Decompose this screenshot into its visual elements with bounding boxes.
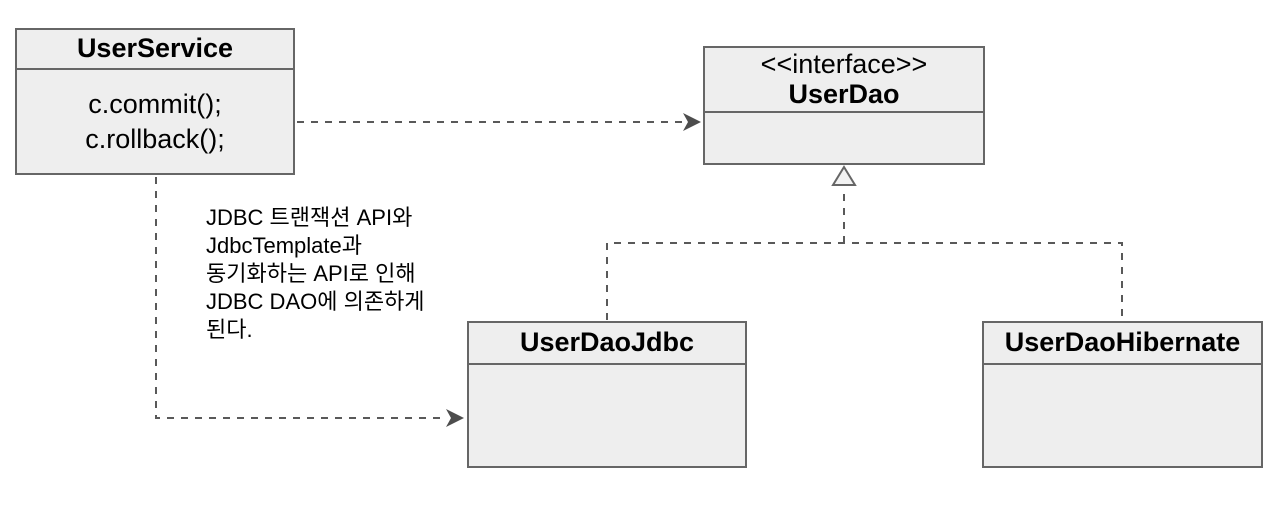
class-title: UserDao (788, 78, 900, 109)
open-arrowhead-icon (446, 409, 464, 427)
hollow-triangle-arrowhead-icon (831, 165, 857, 186)
class-box-userdaojdbc[interactable]: UserDaoJdbc (467, 321, 747, 468)
interface-stereotype: <<interface>> (760, 48, 928, 79)
dependency-arrow-userservice-userdao (297, 113, 701, 131)
class-body-empty (705, 113, 983, 163)
class-body-code: c.commit(); c.rollback(); (85, 88, 225, 154)
realization-connector-userdao-implementations (606, 165, 1123, 320)
class-header: UserDaoJdbc (469, 323, 745, 365)
class-title: UserDaoJdbc (519, 327, 695, 358)
class-body-empty (984, 365, 1261, 466)
annotation-note: JDBC 트랜잭션 API와 JdbcTemplate과 동기화하는 API로 … (206, 205, 425, 342)
class-title: UserDaoHibernate (1004, 327, 1241, 358)
class-box-userdaohibernate[interactable]: UserDaoHibernate (982, 321, 1263, 468)
class-header: UserDaoHibernate (984, 323, 1261, 365)
open-arrowhead-icon (683, 113, 701, 131)
class-header: UserService (17, 30, 293, 70)
dependency-arrow-userservice-userdaojdbc (155, 177, 464, 427)
class-body-empty (469, 365, 745, 466)
class-box-userdao[interactable]: <<interface>> UserDao (703, 46, 985, 165)
dashed-line (155, 177, 447, 419)
class-box-userservice[interactable]: UserService c.commit(); c.rollback(); (15, 28, 295, 175)
dashed-branch-line (606, 242, 1123, 320)
class-title: UserService (76, 33, 234, 64)
class-header: <<interface>> UserDao (705, 48, 983, 113)
